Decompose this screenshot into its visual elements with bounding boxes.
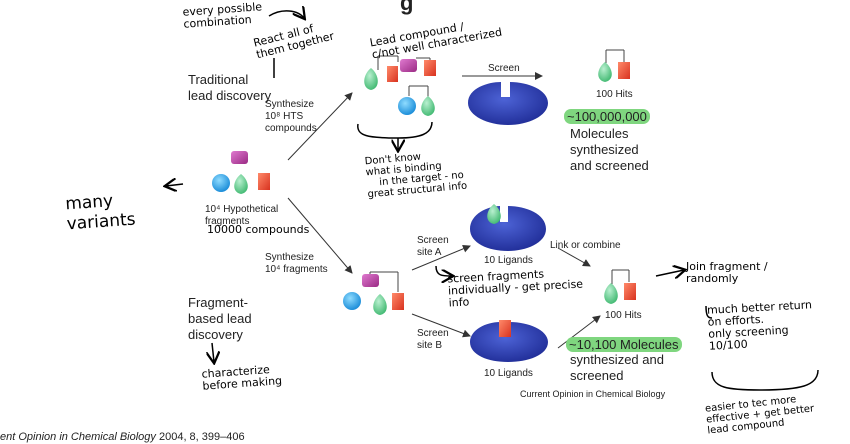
hypothetical-fragments-group — [212, 151, 270, 194]
synth-frag-line2: 10⁴ fragments — [265, 264, 328, 275]
hits-top-label: 100 Hits — [596, 89, 633, 100]
site-a-line2: site A — [417, 247, 442, 258]
traditional-count-value: ~100,000,000 — [564, 109, 650, 124]
arrow-to-fragment — [287, 197, 353, 274]
synth-hts-line3: compounds — [265, 123, 317, 134]
citation: ent Opinion in Chemical Biology 2004, 8,… — [0, 431, 245, 443]
figure-source: Current Opinion in Chemical Biology — [520, 389, 666, 399]
synth-hts-line1: Synthesize — [265, 99, 314, 110]
synthesize-hts-label: Synthesize 10⁸ HTS compounds — [265, 99, 317, 135]
link-arrow-bottom — [557, 315, 601, 349]
traditional-label-line2: lead discovery — [188, 88, 272, 103]
hw-bracket-top — [357, 121, 433, 139]
hw-better-return: much better return on efforts. only scre… — [706, 298, 813, 353]
traditional-desc: Molecules synthesized and screened — [570, 126, 649, 174]
fragment-label-line2: based lead — [188, 311, 252, 326]
traditional-label: Traditional lead discovery — [188, 72, 271, 104]
hw-bracket-bottom — [711, 369, 819, 391]
hit-compound-top — [598, 49, 630, 82]
hw-dont-know: Don't know what is binding in the target… — [364, 151, 468, 201]
link-combine-label: Link or combine — [550, 240, 621, 251]
synthesize-fragments-label: Synthesize 10⁴ fragments — [265, 252, 328, 276]
screen-site-b-label: Screen site B — [417, 328, 449, 352]
hw-hook-better — [705, 305, 713, 319]
fragment-label-line1: Fragment- — [188, 295, 248, 310]
fragment-count: ~10,100 Molecules — [566, 337, 682, 353]
protein-site-a — [470, 206, 546, 251]
fragment-library-group — [343, 271, 404, 315]
traditional-count: ~100,000,000 — [564, 109, 650, 125]
green-fragment — [234, 174, 248, 194]
arrow-site-b — [411, 313, 471, 338]
hw-arrow-screen — [435, 265, 452, 276]
arrow-site-a — [411, 244, 471, 271]
fragment-desc-line1: synthesized and — [570, 352, 664, 367]
ligands-top-label: 10 Ligands — [484, 255, 533, 266]
hypothetical-line1: 10⁴ Hypothetical — [205, 204, 279, 215]
hw-many-variants: many variants — [64, 191, 137, 235]
link-arrow-top — [557, 247, 591, 267]
fragment-label-line3: discovery — [188, 327, 243, 342]
traditional-compounds-group — [364, 55, 436, 116]
hypothetical-line2: fragments — [205, 216, 250, 227]
page-title-fragment: g — [400, 0, 414, 15]
hw-arrow-many — [166, 184, 184, 186]
fragment-desc: synthesized and screened — [570, 352, 664, 384]
traditional-desc-line3: and screened — [570, 158, 649, 173]
traditional-desc-line1: Molecules — [570, 126, 629, 141]
citation-details: 2004, 8, 399–406 — [155, 431, 245, 443]
citation-journal: ent Opinion in Chemical Biology — [0, 431, 156, 443]
protein-target-traditional — [468, 82, 548, 125]
site-b-line2: site B — [417, 340, 443, 351]
hw-10000-compounds: 10000 compounds — [207, 223, 310, 236]
screen-label: Screen — [488, 63, 520, 74]
protein-site-b — [470, 322, 548, 362]
hw-arrow-characterize — [212, 342, 214, 362]
traditional-desc-line2: synthesized — [570, 142, 639, 157]
fragment-count-value: ~10,100 Molecules — [566, 337, 682, 352]
magenta-fragment — [231, 151, 248, 164]
site-b-line1: Screen — [417, 328, 449, 339]
ligand-site-b — [499, 320, 511, 337]
hypothetical-fragments-label: 10⁴ Hypothetical fragments — [205, 204, 278, 228]
traditional-label-line1: Traditional — [188, 72, 249, 87]
synth-hts-line2: 10⁸ HTS — [265, 111, 304, 122]
arrow-to-traditional — [287, 92, 353, 161]
hw-arrow-every — [268, 11, 304, 18]
hw-join-fragment: Join fragment / randomly — [686, 260, 768, 285]
red-fragment — [258, 173, 270, 190]
ligand-site-a — [487, 204, 501, 224]
hits-bottom-label: 100 Hits — [605, 310, 642, 321]
ligands-bottom-label: 10 Ligands — [484, 368, 533, 379]
fragment-based-label: Fragment- based lead discovery — [188, 295, 252, 343]
blue-fragment — [212, 174, 230, 192]
hit-compound-bottom — [604, 269, 636, 304]
site-a-line1: Screen — [417, 235, 449, 246]
hw-arrow-join — [655, 270, 684, 276]
synth-frag-line1: Synthesize — [265, 252, 314, 263]
fragment-desc-line2: screened — [570, 368, 624, 383]
screen-site-a-label: Screen site A — [417, 235, 449, 259]
hw-screen-fragments: screen fragments individually - get prec… — [447, 267, 584, 310]
